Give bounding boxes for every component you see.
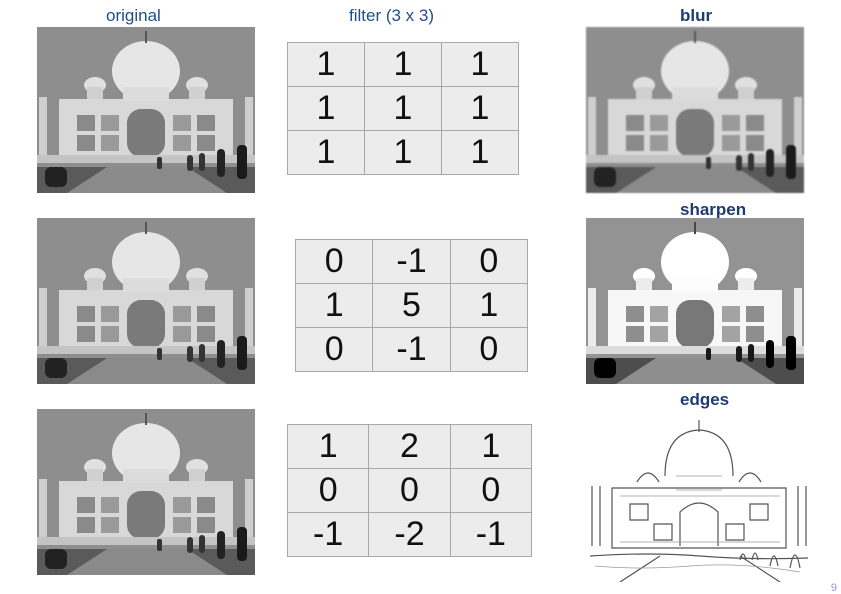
- kernel-row: 1 1 1: [287, 42, 519, 87]
- kernel-cell: 1: [287, 130, 365, 175]
- kernel-cell: 1: [441, 130, 519, 175]
- kernel-cell: 0: [449, 239, 529, 284]
- edges-header: edges: [680, 390, 730, 409]
- filter-header: filter (3 x 3): [349, 6, 435, 25]
- kernel-cell: 1: [441, 86, 519, 131]
- kernel-cell: 0: [286, 468, 370, 513]
- kernel-cell: 1: [364, 130, 442, 175]
- kernel-cell: 0: [449, 468, 533, 513]
- original-photo-2: [37, 218, 255, 384]
- original-photo-3: [37, 409, 255, 575]
- kernel-cell: 1: [441, 42, 519, 87]
- kernel-row: 1 1 1: [287, 130, 519, 175]
- edges-kernel-table: 1 2 1 0 0 0 -1 -2 -1: [286, 424, 533, 557]
- kernel-cell: -2: [368, 512, 451, 557]
- kernel-cell: -1: [372, 327, 451, 372]
- page-number: 9: [830, 582, 837, 594]
- sharpen-header: sharpen: [680, 200, 747, 219]
- edges-result-photo: [590, 416, 808, 582]
- kernel-cell: 1: [294, 283, 374, 328]
- kernel-cell: -1: [449, 512, 533, 557]
- kernel-row: 0 -1 0: [294, 327, 529, 372]
- kernel-cell: 0: [368, 468, 451, 513]
- kernel-cell: 0: [294, 239, 374, 284]
- kernel-cell: 1: [364, 42, 442, 87]
- kernel-row: 0 0 0: [286, 468, 533, 513]
- sharpen-kernel-table: 0 -1 0 1 5 1 0 -1 0: [294, 239, 529, 372]
- kernel-row: 1 1 1: [287, 86, 519, 131]
- kernel-row: -1 -2 -1: [286, 512, 533, 557]
- kernel-row: 0 -1 0: [294, 239, 529, 284]
- original-photo-1: [37, 27, 255, 193]
- blur-result-photo: [586, 27, 804, 193]
- kernel-cell: -1: [286, 512, 370, 557]
- kernel-cell: 1: [449, 283, 529, 328]
- kernel-cell: 1: [287, 86, 365, 131]
- kernel-cell: 0: [294, 327, 374, 372]
- blur-kernel-table: 1 1 1 1 1 1 1 1 1: [287, 42, 519, 175]
- kernel-cell: 5: [372, 283, 451, 328]
- kernel-cell: 1: [286, 424, 370, 469]
- kernel-cell: -1: [372, 239, 451, 284]
- kernel-cell: 1: [449, 424, 533, 469]
- kernel-cell: 1: [287, 42, 365, 87]
- kernel-row: 1 2 1: [286, 424, 533, 469]
- kernel-cell: 1: [364, 86, 442, 131]
- blur-header: blur: [680, 6, 713, 25]
- kernel-cell: 2: [368, 424, 451, 469]
- sharpen-result-photo: [586, 218, 804, 384]
- original-header: original: [106, 6, 161, 25]
- kernel-row: 1 5 1: [294, 283, 529, 328]
- kernel-cell: 0: [449, 327, 529, 372]
